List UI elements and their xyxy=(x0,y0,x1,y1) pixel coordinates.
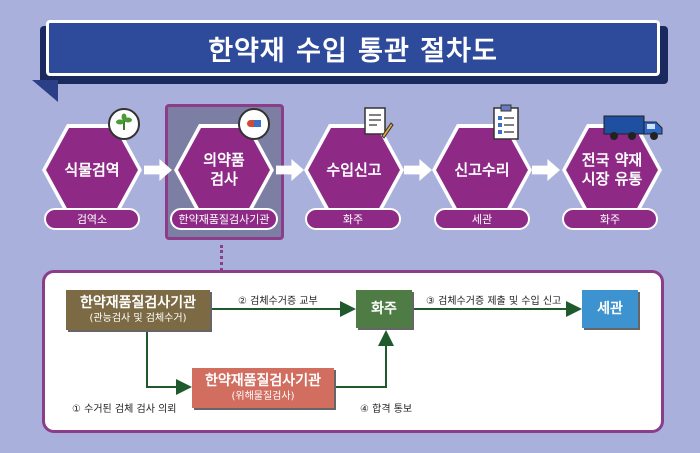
plant-magnifier-icon xyxy=(108,108,140,140)
inspect-agency-box: 한약재품질검사기관 (관능검사 및 검체수거) xyxy=(66,290,210,330)
step-label-3: 수입신고 xyxy=(326,160,382,179)
step-agent-1: 검역소 xyxy=(44,208,140,230)
step-label-1: 식물검역 xyxy=(64,160,120,179)
harmful-agency-box: 한약재품질검사기관 (위해물질검사) xyxy=(192,368,334,408)
connector-dots xyxy=(220,245,224,271)
step-label-2: 의약품 검사 xyxy=(203,151,245,188)
customs-label: 세관 xyxy=(597,301,623,317)
page-title: 한약재 수입 통관 절차도 xyxy=(208,35,498,67)
customs-box: 세관 xyxy=(582,290,638,328)
step-agent-3: 화주 xyxy=(305,208,401,230)
step-agent-2: 한약재품질검사기관 xyxy=(170,208,278,230)
truck-icon xyxy=(602,114,666,142)
harmful-agency-name: 한약재품질검사기관 xyxy=(205,373,321,389)
step-label-4: 신고수리 xyxy=(454,160,510,179)
title-banner: 한약재 수입 통관 절차도 xyxy=(46,20,660,76)
harmful-agency-sub: (위해물질검사) xyxy=(231,391,295,402)
capsule-magnifier-icon xyxy=(238,108,270,140)
flow-label-2: ② 검체수거증 교부 xyxy=(238,296,318,307)
flow-label-3: ③ 검체수거증 제출 및 수입 신고 xyxy=(426,296,562,307)
clipboard-checklist-icon xyxy=(492,104,522,142)
flow-label-4: ④ 합격 통보 xyxy=(360,404,413,415)
step-agent-4: 세관 xyxy=(434,208,530,230)
document-pen-icon xyxy=(362,106,394,142)
shipper-box: 화주 xyxy=(356,290,412,328)
inspect-agency-name: 한약재품질검사기관 xyxy=(80,295,196,311)
inspect-agency-sub: (관능검사 및 검체수거) xyxy=(89,313,187,324)
step-agent-5: 화주 xyxy=(562,208,658,230)
step-hexagon-5: 전국 약재 시장 유통 xyxy=(562,124,662,216)
step-label-5: 전국 약재 시장 유통 xyxy=(581,151,643,188)
shipper-label: 화주 xyxy=(371,301,397,317)
flow-label-1: ① 수거된 검체 검사 의뢰 xyxy=(72,404,177,415)
